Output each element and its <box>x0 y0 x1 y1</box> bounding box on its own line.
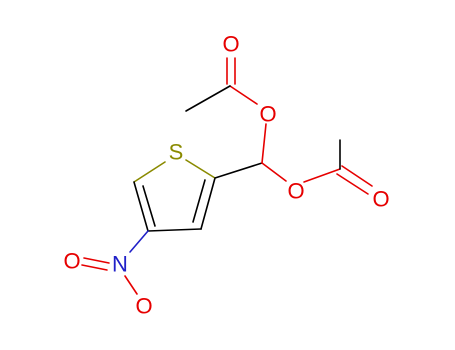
bond-c3-c2 <box>200 177 216 230</box>
bond-ch-o1 <box>261 123 267 164</box>
nitro-oxygen-bottom-label: O <box>135 294 152 319</box>
bond-n-o-bottom <box>124 275 138 295</box>
bond-n-o-left-b <box>81 264 108 271</box>
bond-c2-ch <box>214 162 263 179</box>
bond-o2-c <box>303 168 341 183</box>
bond-s-c5 <box>133 161 166 183</box>
bond-c4-c3 <box>147 228 202 232</box>
bond-n-o-left-a <box>83 257 110 264</box>
bond-c4-n <box>129 230 149 253</box>
bond-c-methyl1 <box>185 85 231 112</box>
ester1-ether-oxygen-label: O <box>259 102 276 127</box>
bond-c-o-double2b <box>336 173 369 195</box>
ester2-ether-oxygen-label: O <box>287 179 304 204</box>
sulfur-atom-label: S <box>169 140 184 165</box>
bond-c-o-double2a <box>341 165 373 187</box>
bond-o1-c <box>229 85 258 105</box>
nitrogen-atom-label: N <box>112 252 128 277</box>
ester1-carbonyl-oxygen-label: O <box>222 32 239 57</box>
bond-c3-c2-double <box>192 179 206 223</box>
bond-c2-s <box>185 159 216 179</box>
bond-c5-c4 <box>133 181 149 232</box>
ester2-carbonyl-oxygen-label: O <box>372 187 389 212</box>
bond-ch-o2 <box>261 162 287 182</box>
bond-c5-c4-double <box>142 185 156 227</box>
nitro-oxygen-left-label: O <box>63 249 80 274</box>
